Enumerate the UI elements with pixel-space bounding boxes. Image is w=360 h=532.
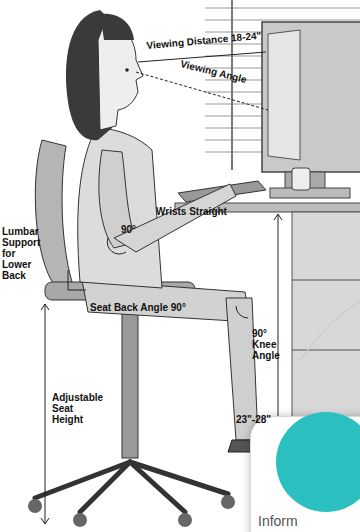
dimension-label: 90°	[121, 224, 136, 235]
dimension-label: 23"-28"	[236, 414, 271, 425]
dimension-label: Wrists Straight	[156, 206, 227, 217]
dimension-lines	[41, 52, 282, 528]
teal-circle	[276, 412, 360, 512]
background-arc	[300, 300, 360, 360]
dimension-label: Lumbar Support for Lower Back	[2, 226, 46, 281]
card-text: Inform	[258, 513, 298, 529]
dimension-label: 90° Knee Angle	[252, 328, 286, 361]
dimension-label: Seat Back Angle 90°	[90, 302, 186, 313]
dimension-label: Adjustable Seat Height	[52, 392, 102, 425]
dimension-label: Viewing Angle	[179, 58, 247, 85]
dimension-label: Viewing Distance 18-24"	[146, 30, 262, 51]
monitor	[262, 22, 360, 198]
woman-figure	[66, 10, 280, 452]
info-card: Inform	[250, 416, 360, 532]
coffee-mug	[292, 168, 310, 190]
